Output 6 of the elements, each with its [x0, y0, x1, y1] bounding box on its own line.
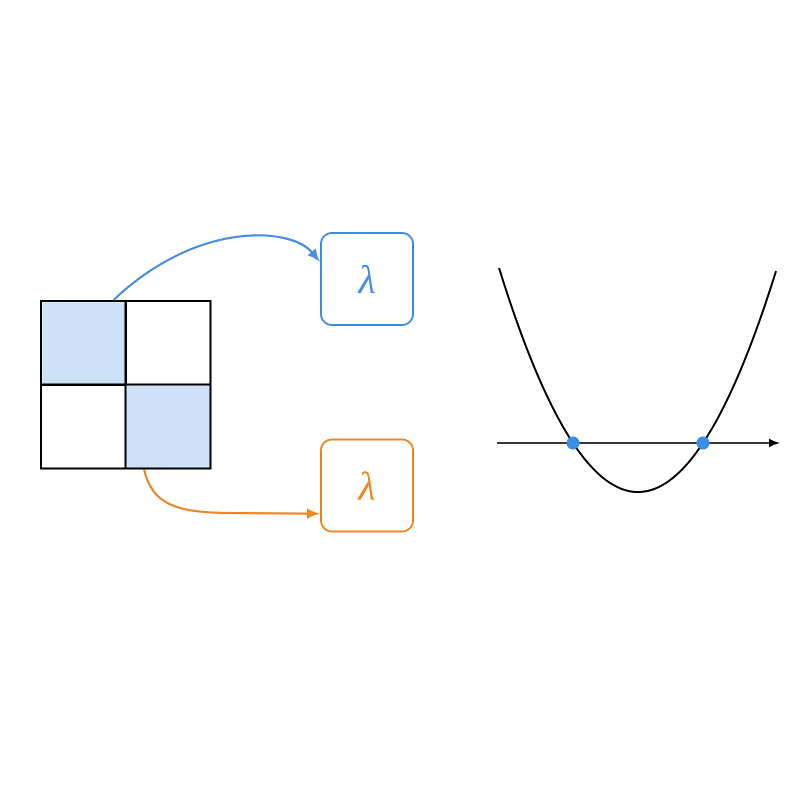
matrix-cell [124, 384, 212, 470]
lambda-box: λ [320, 232, 414, 326]
curved-arrow [143, 469, 318, 518]
lambda-box: λ [320, 438, 414, 532]
matrix-cell [40, 300, 127, 386]
curved-arrow [112, 234, 318, 301]
